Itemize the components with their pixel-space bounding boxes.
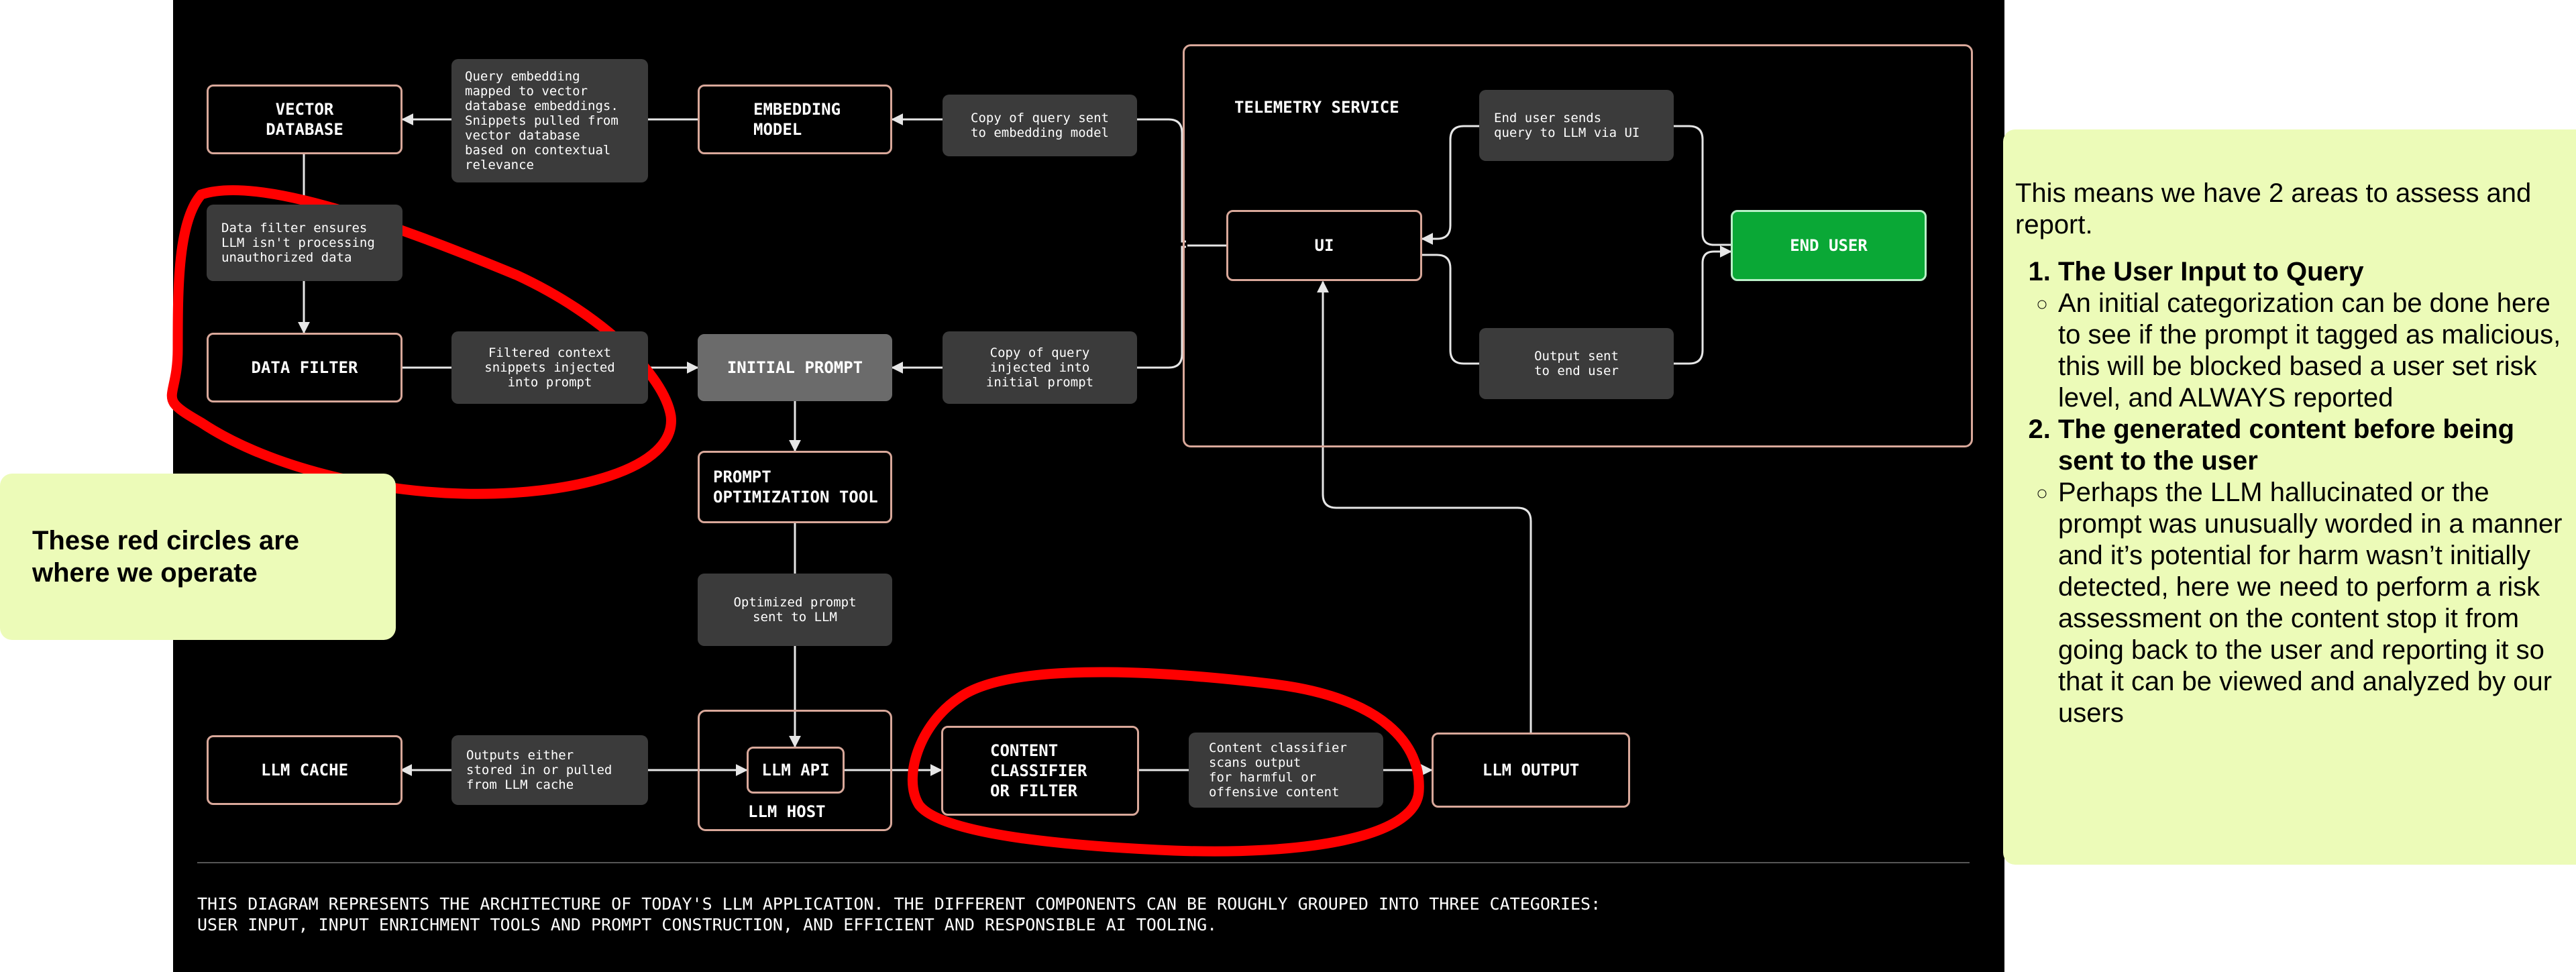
- assessment-area-detail: Perhaps the LLM hallucinated or the prom…: [2058, 477, 2569, 729]
- filtered-context-note: Filtered context snippets injected into …: [451, 331, 648, 404]
- assessment-area-heading: The User Input to Query: [2058, 257, 2364, 286]
- copy-to-embedding-note: Copy of query sent to embedding model: [943, 95, 1137, 156]
- llm-api-node: LLM API: [747, 747, 845, 794]
- optimized-prompt-note: Optimized prompt sent to LLM: [698, 574, 892, 646]
- telemetry-service-label: TELEMETRY SERVICE: [1234, 98, 1399, 117]
- connector-query-to-prompt: [891, 246, 1186, 374]
- diagram-caption: THIS DIAGRAM REPRESENTS THE ARCHITECTURE…: [197, 894, 1601, 934]
- initial-prompt-node: INITIAL PROMPT: [698, 334, 892, 401]
- llm-output-node: LLM OUTPUT: [1432, 733, 1630, 808]
- output-sent-note: Output sent to end user: [1479, 328, 1674, 399]
- llm-host-label: LLM HOST: [748, 802, 826, 821]
- classifier-description-note: Content classifier scans output for harm…: [1189, 733, 1383, 808]
- ui-node: UI: [1226, 210, 1422, 281]
- query-embedding-note: Query embedding mapped to vector databas…: [451, 59, 648, 182]
- footer-divider: [197, 862, 1970, 863]
- llm-cache-node: LLM CACHE: [207, 735, 402, 805]
- data-filter-description-note: Data filter ensures LLM isn't processing…: [207, 205, 402, 281]
- callout-right: This means we have 2 areas to assess and…: [2003, 129, 2576, 865]
- assessment-area-item: The generated content before being sent …: [2058, 414, 2569, 729]
- end-user-sends-note: End user sends query to LLM via UI: [1479, 90, 1674, 161]
- connector-query-to-embedding: [891, 113, 1186, 243]
- copy-to-initial-prompt-note: Copy of query injected into initial prom…: [943, 331, 1137, 404]
- callout-left-text: These red circles are where we operate: [32, 526, 300, 588]
- embedding-model-node: EMBEDDING MODEL: [698, 85, 892, 154]
- assessment-area-heading: The generated content before being sent …: [2058, 415, 2515, 476]
- assessment-area-details: An initial categorization can be done he…: [2034, 288, 2569, 414]
- prompt-optimization-tool-node: PROMPT OPTIMIZATION TOOL: [698, 451, 892, 523]
- end-user-node: END USER: [1731, 210, 1927, 281]
- callout-right-intro: This means we have 2 areas to assess and…: [2015, 178, 2532, 239]
- telemetry-service-container: [1183, 44, 1973, 447]
- connector-output-to-ui: [1317, 280, 1532, 733]
- assessment-area-item: The User Input to Query An initial categ…: [2058, 256, 2569, 414]
- cache-outputs-note: Outputs either stored in or pulled from …: [451, 735, 648, 805]
- llm-host-container: [698, 710, 892, 831]
- assessment-area-detail: An initial categorization can be done he…: [2058, 288, 2569, 414]
- red-highlight-circle-input: [166, 185, 676, 499]
- red-highlight-circle-output: [907, 667, 1424, 857]
- vector-database-node: VECTOR DATABASE: [207, 85, 402, 154]
- assessment-areas-list: The User Input to Query An initial categ…: [2015, 256, 2569, 729]
- content-classifier-node: CONTENT CLASSIFIER OR FILTER: [941, 726, 1139, 816]
- assessment-area-details: Perhaps the LLM hallucinated or the prom…: [2034, 477, 2569, 729]
- callout-left: These red circles are where we operate: [0, 474, 396, 640]
- data-filter-node: DATA FILTER: [207, 333, 402, 402]
